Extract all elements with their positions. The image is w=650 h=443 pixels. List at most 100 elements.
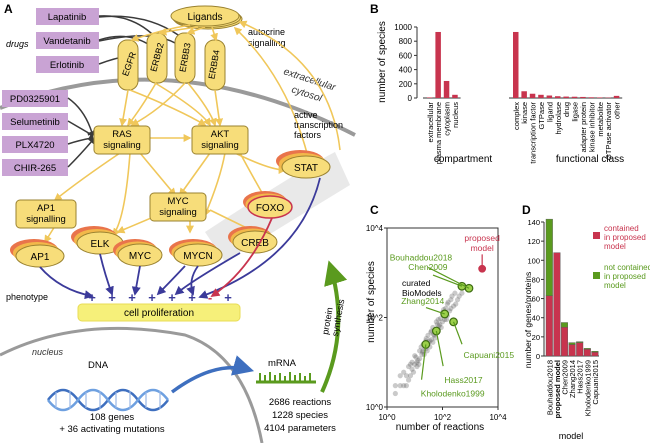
sign-2: + — [108, 290, 116, 305]
panel-b-xtick-GTPase: GTPase — [537, 102, 546, 130]
highlight-Zhang2014 — [440, 309, 450, 319]
ap1-node: AP1 — [10, 239, 65, 268]
panel-b-xtick-complex: complex — [512, 102, 521, 130]
curated-point-37 — [405, 363, 412, 370]
panel-d-xtick-Capuani2015: Capuani2015 — [591, 360, 600, 405]
panel-d-xtick-Kholodenko1999: Kholodenko1999 — [583, 360, 592, 416]
curated-point-58 — [401, 369, 407, 375]
drug-plx4720: PLX4720 — [2, 136, 68, 153]
foxo-label: FOXO — [256, 203, 285, 214]
panel-b-ytick-label-4: 800 — [399, 37, 413, 46]
mycn-node: MYCN — [169, 239, 223, 267]
bar-kinase — [521, 91, 527, 98]
bar-other — [613, 95, 620, 98]
curated-point-28 — [459, 290, 465, 296]
curated-point-69 — [407, 373, 414, 379]
receptor-egfr: EGFR — [117, 39, 139, 91]
curated-point-68 — [452, 290, 458, 296]
label-Capuani2015: Capuani2015 — [464, 350, 515, 360]
curated-point-70 — [415, 357, 421, 363]
bar-ligand — [546, 95, 553, 98]
creb-node: CREB — [228, 226, 278, 254]
leader-Capuani2015 — [452, 321, 463, 345]
curated-point-7 — [414, 359, 420, 365]
bar-adapter-protein — [580, 96, 586, 98]
curated-point-4 — [405, 377, 412, 383]
sign-5: + — [168, 290, 176, 305]
bar-hydrolase — [555, 96, 561, 98]
sign-4: + — [148, 290, 156, 305]
curated-point-52 — [403, 383, 409, 389]
panel-b-xtick-drug: drug — [562, 102, 571, 117]
bar-not-contained-Chen2009 — [561, 322, 569, 328]
curated-point-18 — [437, 321, 443, 328]
panel-d-ytick-label-4: 80 — [532, 275, 540, 284]
curated-point-3 — [403, 373, 409, 379]
drug-chir265: CHIR-265 — [2, 159, 68, 176]
legend-swatch-contained — [593, 232, 600, 239]
curated-point-40 — [425, 332, 431, 338]
bar-transcription-factor — [529, 93, 536, 98]
panel-d: D number of genes/proteins model 0204060… — [522, 203, 650, 441]
panel-c: C number of species number of reactions … — [366, 203, 514, 433]
panel-b-xtick-plasma-membrane: plasma membrane — [434, 102, 443, 164]
model-stats: 2686 reactions 1228 species 4104 paramet… — [264, 397, 336, 434]
bar-contained-Capuani2015 — [591, 351, 599, 357]
dna-helix — [47, 388, 169, 412]
nucleus-label: nucleus — [32, 347, 64, 357]
foxo-inhibit-arrow — [210, 217, 273, 298]
curated-point-42 — [435, 316, 441, 323]
sign-3: + — [128, 290, 136, 305]
curated-point-5 — [409, 366, 415, 372]
curated-point-35 — [444, 301, 450, 307]
curated-point-25 — [453, 301, 459, 307]
panel-d-axes: 020406080100120140Bouhaddou2018proposed … — [527, 218, 599, 418]
panel-d-ytick-label-1: 20 — [532, 333, 540, 342]
curated-point-33 — [433, 319, 439, 325]
proliferation-signs: + + + + + + - + — [88, 290, 232, 305]
curated-point-20 — [442, 316, 448, 323]
cell-proliferation-box: cell proliferation — [77, 303, 241, 322]
label-Chen2009: Chen2009 — [408, 262, 448, 272]
curated-point-67 — [448, 297, 454, 303]
myc-node: MYC — [113, 239, 163, 267]
leader-Kholodenko1999 — [420, 344, 427, 380]
elk-node: ELK — [71, 226, 124, 255]
bar-contained-Bouhaddou2018 — [545, 295, 553, 357]
bar-contained-proposed-model — [553, 252, 561, 357]
drug-vandetanib: Vandetanib — [36, 32, 99, 49]
panel-d-ytick-label-5: 100 — [527, 256, 540, 265]
curated-point-1 — [397, 383, 403, 389]
drugs-label: drugs — [6, 39, 29, 49]
curated-point-56 — [430, 339, 436, 345]
curated-point-38 — [412, 353, 418, 359]
curated-point-36 — [397, 373, 403, 379]
panel-b-label: B — [370, 2, 379, 16]
bar-not-contained-Kholodenko1999 — [583, 348, 591, 350]
sign-1: + — [88, 290, 96, 305]
receptor-erbb2: ERBB2 — [146, 32, 168, 84]
drug-erlotinib-label: Erlotinib — [50, 60, 84, 71]
nucleus-membrane — [0, 326, 264, 443]
cell-prolif-label: cell proliferation — [124, 308, 194, 319]
ligands-node: Ligands — [170, 5, 243, 30]
panel-d-ytick-label-7: 140 — [527, 218, 540, 227]
bar-plasma-membrane — [435, 31, 441, 98]
curated-point-46 — [414, 363, 420, 370]
bar-GTPase — [538, 94, 544, 98]
curated-point-27 — [456, 293, 462, 299]
bar-ligase — [571, 96, 578, 98]
panel-c-xlabel: number of reactions — [396, 422, 484, 433]
panel-b-xtick-metabolite: metabolite — [596, 102, 605, 137]
curated-point-24 — [450, 303, 457, 309]
panel-d-ytick-label-0: 0 — [536, 352, 540, 361]
label-Zhang2014: Zhang2014 — [401, 296, 444, 306]
bar-drug — [563, 96, 569, 98]
ap1-label: AP1 — [31, 252, 50, 263]
